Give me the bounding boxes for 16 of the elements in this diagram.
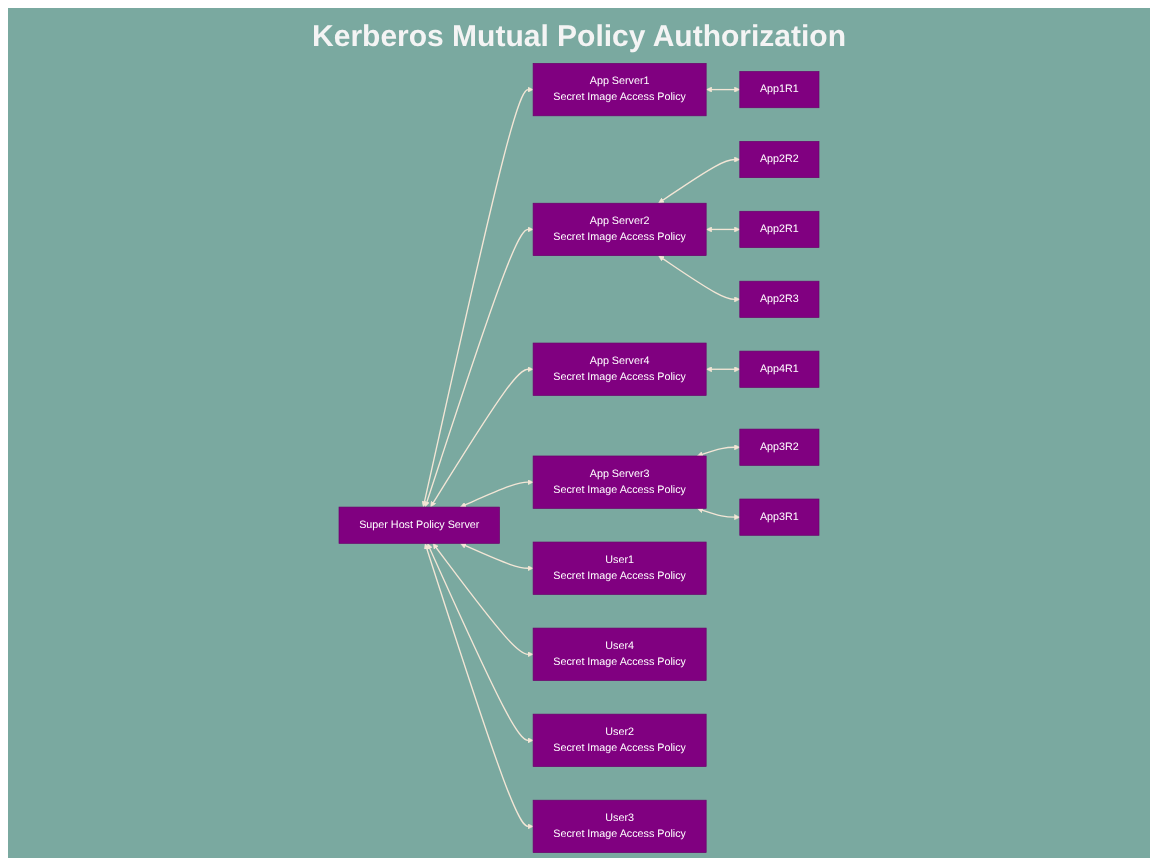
diagram-title: Kerberos Mutual Policy Authorization (312, 20, 846, 54)
arrow (460, 542, 534, 572)
arrow (658, 156, 741, 204)
arrow (424, 226, 534, 508)
arrow (432, 543, 534, 658)
arrow (658, 255, 741, 303)
arrow (421, 86, 534, 508)
arrow (706, 226, 741, 233)
arrow (430, 366, 534, 508)
arrow (697, 507, 741, 521)
arrow (706, 86, 741, 93)
arrow (697, 444, 741, 457)
arrow (424, 543, 534, 830)
arrow (460, 479, 534, 508)
arrow (706, 366, 741, 373)
arrow (427, 543, 534, 744)
